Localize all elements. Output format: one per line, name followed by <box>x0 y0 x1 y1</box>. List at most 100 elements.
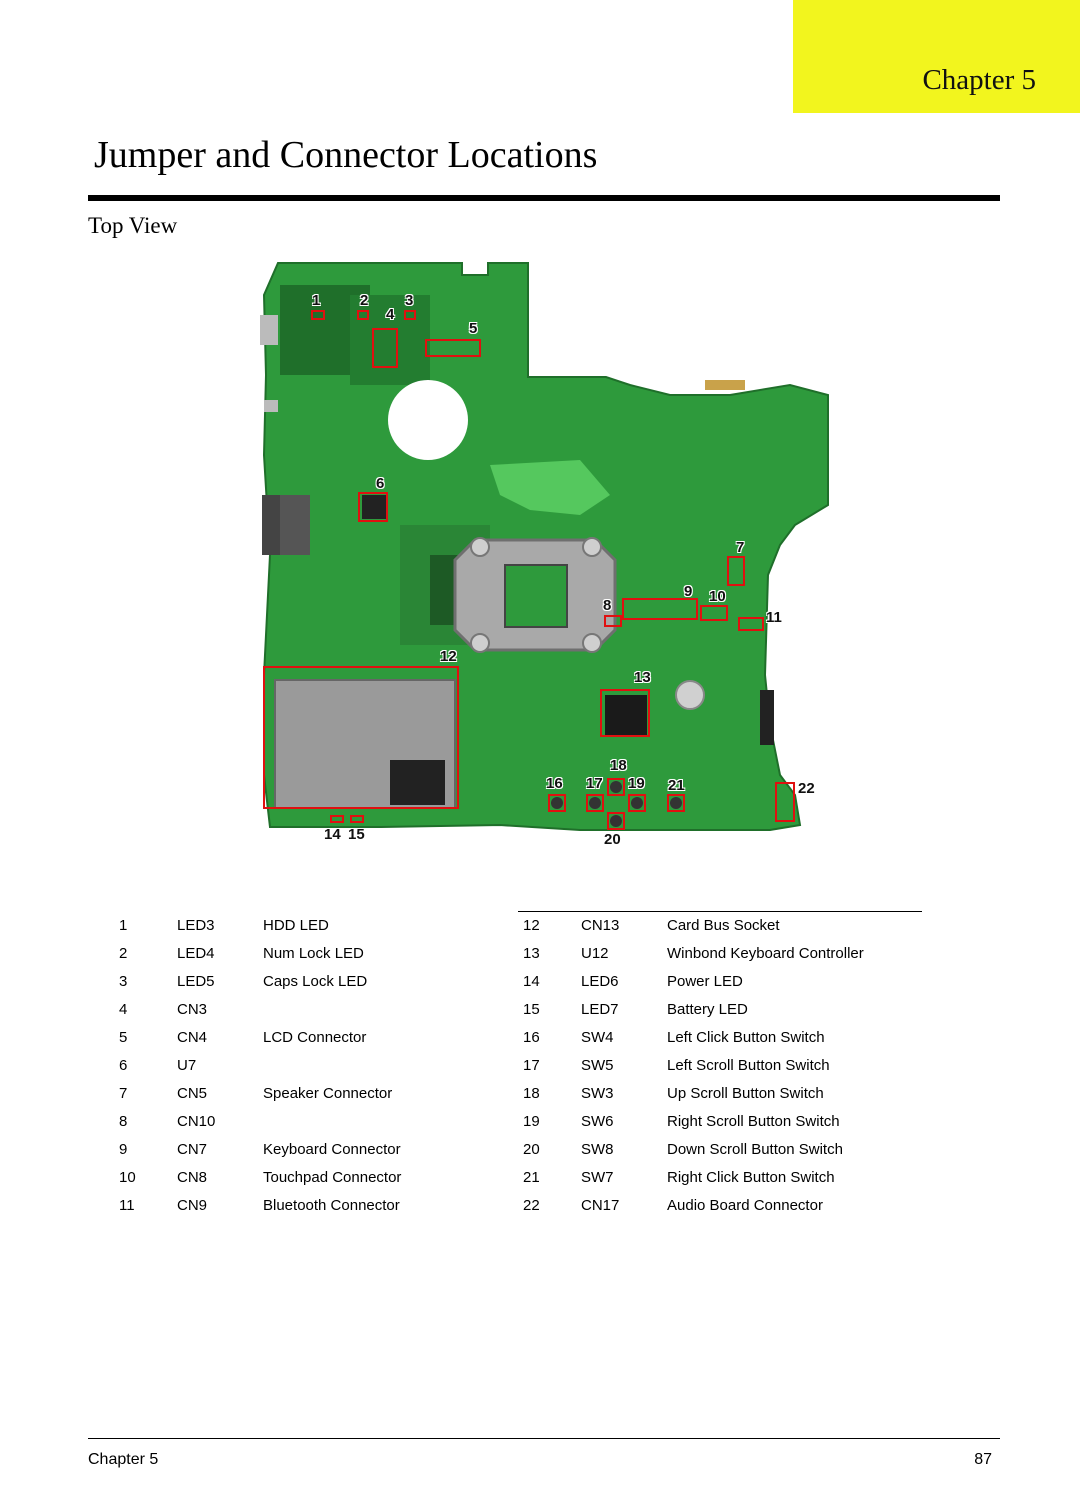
marker-18 <box>607 778 625 796</box>
legend-num: 15 <box>523 1000 540 1018</box>
callout-14: 14 <box>324 826 341 843</box>
callout-3: 3 <box>405 292 414 309</box>
legend-row: 6 U7 <box>119 1051 401 1079</box>
marker-15 <box>350 815 364 823</box>
legend-desc: Up Scroll Button Switch <box>667 1084 824 1102</box>
callout-8: 8 <box>603 597 612 614</box>
marker-14 <box>330 815 344 823</box>
legend-desc: Bluetooth Connector <box>263 1196 400 1214</box>
marker-5 <box>425 339 481 357</box>
callout-11: 11 <box>766 609 782 626</box>
legend-desc: Left Scroll Button Switch <box>667 1056 830 1074</box>
legend-num: 13 <box>523 944 540 962</box>
callout-6: 6 <box>376 475 385 492</box>
title-rule <box>88 195 1000 201</box>
legend-num: 10 <box>119 1168 136 1186</box>
legend-desc <box>263 995 401 1023</box>
callout-22: 22 <box>798 780 815 797</box>
legend-num: 6 <box>119 1056 128 1074</box>
chapter-tab: Chapter 5 <box>793 0 1080 113</box>
marker-7 <box>727 556 745 586</box>
marker-17 <box>586 794 604 812</box>
marker-1 <box>311 310 325 320</box>
legend-ref: SW6 <box>581 1112 614 1130</box>
legend-num: 1 <box>119 916 128 934</box>
marker-9 <box>622 598 698 620</box>
legend-num: 19 <box>523 1112 540 1130</box>
legend-desc: Card Bus Socket <box>667 916 780 934</box>
legend-desc: Speaker Connector <box>263 1084 393 1102</box>
legend-desc <box>263 1051 401 1079</box>
callout-19: 19 <box>628 775 645 792</box>
legend-num: 11 <box>119 1196 135 1214</box>
footer-chapter: Chapter 5 <box>88 1451 159 1468</box>
callout-15: 15 <box>348 826 365 843</box>
page-number: 87 <box>974 1451 992 1468</box>
callout-2: 2 <box>360 292 369 309</box>
legend-num: 4 <box>119 1000 128 1018</box>
marker-4 <box>372 328 398 368</box>
marker-2 <box>357 310 369 320</box>
callout-21: 21 <box>668 777 685 794</box>
marker-13 <box>600 689 650 737</box>
motherboard-figure: 1 2 3 4 5 6 7 8 9 10 11 12 13 14 15 16 1… <box>250 255 830 855</box>
legend-desc: Caps Lock LED <box>263 972 368 990</box>
callout-10: 10 <box>709 588 726 605</box>
page-title: Jumper and Connector Locations <box>94 134 598 176</box>
legend-desc: Keyboard Connector <box>263 1140 401 1158</box>
legend-ref: CN8 <box>177 1168 208 1186</box>
legend-desc <box>263 1107 401 1135</box>
marker-8 <box>604 615 622 627</box>
marker-3 <box>404 310 416 320</box>
legend-ref: LED5 <box>177 972 215 990</box>
marker-11 <box>738 617 764 631</box>
chapter-tab-label: Chapter 5 <box>922 64 1036 96</box>
legend-desc: Winbond Keyboard Controller <box>667 944 864 962</box>
legend-desc: Right Click Button Switch <box>667 1168 835 1186</box>
footer-rule <box>88 1438 1000 1439</box>
legend-desc: Left Click Button Switch <box>667 1028 825 1046</box>
callout-5: 5 <box>469 320 478 337</box>
legend-desc: HDD LED <box>263 916 329 934</box>
legend-num: 8 <box>119 1112 128 1130</box>
legend-ref: CN3 <box>177 1000 208 1018</box>
motherboard-image <box>260 262 829 831</box>
legend-ref: U7 <box>177 1056 197 1074</box>
callout-13: 13 <box>634 669 651 686</box>
callout-17: 17 <box>586 775 603 792</box>
legend-ref: CN4 <box>177 1028 208 1046</box>
marker-10 <box>700 605 728 621</box>
legend-num: 9 <box>119 1140 128 1158</box>
callout-9: 9 <box>684 583 693 600</box>
legend-ref: CN10 <box>177 1112 216 1130</box>
legend-num: 5 <box>119 1028 128 1046</box>
marker-19 <box>628 794 646 812</box>
marker-21 <box>667 794 685 812</box>
legend-ref: SW4 <box>581 1028 614 1046</box>
legend-num: 22 <box>523 1196 540 1214</box>
marker-22 <box>775 782 795 822</box>
legend-ref: CN7 <box>177 1140 208 1158</box>
legend-num: 17 <box>523 1056 540 1074</box>
legend-num: 21 <box>523 1168 540 1186</box>
legend-ref: CN17 <box>581 1196 620 1214</box>
legend-ref: LED7 <box>581 1000 619 1018</box>
legend-ref: LED4 <box>177 944 215 962</box>
